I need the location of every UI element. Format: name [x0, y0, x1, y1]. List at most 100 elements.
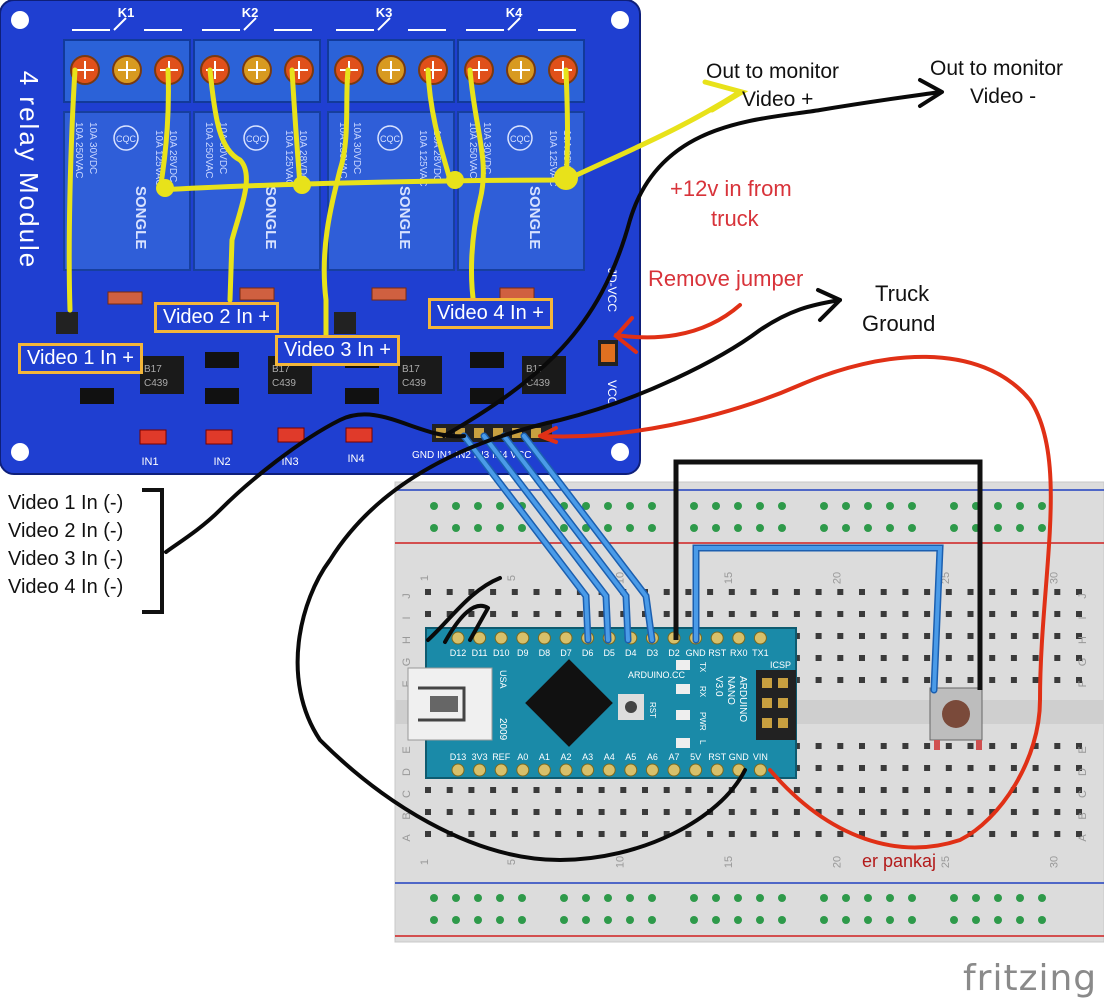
- relay-rating-text: 10A 125VAC: [547, 130, 558, 187]
- nano-top-pin-label: RST: [708, 648, 727, 658]
- relay-rating-text: 10A 28VDC: [431, 130, 442, 182]
- nano-top-pin-label: D12: [450, 648, 467, 658]
- bb-row-label: J: [401, 593, 413, 599]
- relay-rating-text: 10A 250VAC: [467, 122, 478, 179]
- module-title: 4 relay Module: [14, 71, 44, 270]
- nano-top-pin-label: D5: [603, 648, 615, 658]
- nano-bottom-pin-label: A1: [539, 752, 550, 762]
- power-in-line2: truck: [711, 206, 759, 231]
- relay-title: K2: [242, 5, 259, 20]
- bb-row-label: J: [1077, 593, 1089, 599]
- signal-wires-blue: [460, 432, 944, 694]
- nano-brand: ARDUINO.CC: [628, 670, 686, 680]
- relay-rating-text: 10A 28VDC: [167, 130, 178, 182]
- bb-col-label: 15: [723, 856, 735, 868]
- bb-col-label: 15: [723, 572, 735, 584]
- relay-brand-text: SONGLE: [526, 186, 543, 249]
- relay-title: K3: [376, 5, 393, 20]
- truck-ground-line2: Ground: [862, 311, 936, 336]
- relay-brand-text: SONGLE: [396, 186, 413, 249]
- bb-row-label: C: [401, 790, 413, 798]
- nano-bottom-pin-label: A5: [625, 752, 636, 762]
- relay-cert-text: CQC: [380, 134, 401, 144]
- push-button[interactable]: [929, 687, 983, 750]
- bb-col-label: 10: [614, 856, 626, 868]
- bb-row-label: A: [401, 834, 413, 842]
- bb-row-label: G: [1077, 658, 1089, 667]
- in-label: IN3: [281, 456, 298, 468]
- relay-rating-text: 10A 30VDC: [217, 122, 228, 174]
- bb-col-label: 20: [831, 572, 843, 584]
- bb-row-label: H: [401, 636, 413, 644]
- relay-rating-text: 10A 125VAC: [283, 130, 294, 187]
- bb-row-label: A: [1077, 834, 1089, 842]
- bb-row-label: I: [401, 616, 413, 619]
- in-label: IN2: [213, 456, 230, 468]
- bb-col-label: 1: [419, 575, 431, 581]
- nano-top-pin-label: D7: [560, 648, 572, 658]
- nano-bottom-pin-label: 5V: [690, 752, 701, 762]
- nano-bottom-pin-label: A7: [668, 752, 679, 762]
- video1-neg-label: Video 1 In (-): [8, 492, 124, 514]
- bb-row-label: D: [401, 768, 413, 776]
- out-video-minus-line1: Out to monitor: [930, 57, 1064, 80]
- bb-row-label: H: [1077, 636, 1089, 644]
- bb-row-label: E: [1077, 746, 1089, 753]
- relay-brand-text: SONGLE: [132, 186, 149, 249]
- relay-cert-text: CQC: [510, 134, 531, 144]
- chip-text: B17: [144, 364, 162, 375]
- button-ground-wire: [673, 459, 983, 690]
- jumper-joints: [156, 166, 578, 197]
- relay-cert-text: CQC: [246, 134, 267, 144]
- fritzing-logo: fritzing: [963, 958, 1098, 999]
- bb-row-label: F: [1077, 680, 1089, 687]
- video2-in-label: Video 2 In +: [154, 302, 279, 333]
- in-label: IN4: [347, 453, 364, 465]
- nano-bottom-pin-label: RST: [708, 752, 727, 762]
- vcc-label: VCC: [605, 380, 619, 406]
- nano-top-pin-label: TX1: [752, 648, 769, 658]
- nano-bottom-pin-label: A6: [647, 752, 658, 762]
- nano-bottom-pin-label: VIN: [753, 752, 768, 762]
- nano-led-label: TX: [698, 662, 707, 673]
- nano-top-pin-label: RX0: [730, 648, 748, 658]
- video1-in-label: Video 1 In +: [18, 343, 143, 374]
- nano-top-pin-label: D10: [493, 648, 510, 658]
- nano-model: V3.0: [713, 676, 724, 697]
- bb-row-label: E: [401, 746, 413, 753]
- remove-jumper-label: Remove jumper: [648, 266, 804, 291]
- relay-rating-text: 10A 125VAC: [417, 130, 428, 187]
- bb-col-label: 1: [419, 859, 431, 865]
- video4-in-label: Video 4 In +: [428, 298, 553, 329]
- relay-title: K4: [506, 5, 523, 20]
- nano-top-pin-label: D2: [668, 648, 680, 658]
- nano-bottom-pin-label: A4: [604, 752, 615, 762]
- bb-row-label: B: [401, 812, 413, 819]
- bb-row-label: F: [401, 680, 413, 687]
- truck-ground-line1: Truck: [875, 281, 930, 306]
- bb-col-label: 30: [1048, 856, 1060, 868]
- nano-model: NANO: [725, 676, 736, 705]
- header-pin-labels: GND IN1 IN2 IN3 IN4 VCC: [412, 450, 531, 461]
- nano-top-pin-label: D3: [647, 648, 659, 658]
- nano-bottom-pin-label: GND: [729, 752, 750, 762]
- nano-bottom-pin-label: D13: [450, 752, 467, 762]
- bb-col-label: 20: [831, 856, 843, 868]
- power-in-line1: +12v in from: [670, 176, 792, 201]
- nano-led-label: L: [698, 740, 707, 745]
- relay-cert-text: CQC: [116, 134, 137, 144]
- nano-bottom-pin-label: A2: [560, 752, 571, 762]
- bb-row-label: D: [1077, 768, 1089, 776]
- nano-top-pin-label: D9: [517, 648, 529, 658]
- nano-top-pin-label: D8: [539, 648, 551, 658]
- author-label: er pankaj: [862, 851, 937, 871]
- bb-col-label: 30: [1048, 572, 1060, 584]
- nano-top-pin-label: GND: [686, 648, 707, 658]
- negative-inputs-bracket: [142, 488, 164, 614]
- nano-bottom-pin-label: A3: [582, 752, 593, 762]
- nano-rst: RST: [648, 702, 657, 718]
- arduino-nano: [407, 627, 797, 779]
- nano-led-label: RX: [698, 686, 707, 698]
- nano-year: 2009: [497, 718, 508, 741]
- out-video-plus-line1: Out to monitor: [706, 60, 840, 83]
